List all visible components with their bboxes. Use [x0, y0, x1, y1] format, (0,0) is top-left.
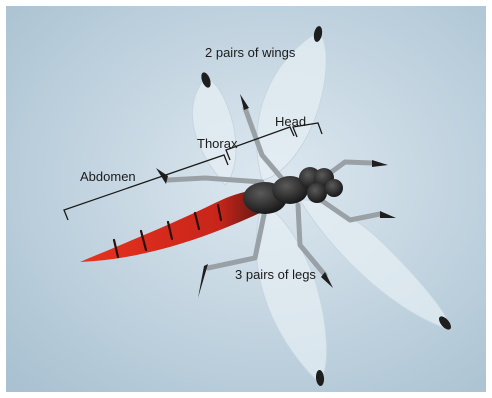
thorax-label: Thorax	[197, 136, 238, 151]
head-label: Head	[275, 114, 306, 129]
wings-label: 2 pairs of wings	[205, 45, 296, 60]
abdomen-label: Abdomen	[80, 169, 136, 184]
legs-label: 3 pairs of legs	[235, 267, 316, 282]
